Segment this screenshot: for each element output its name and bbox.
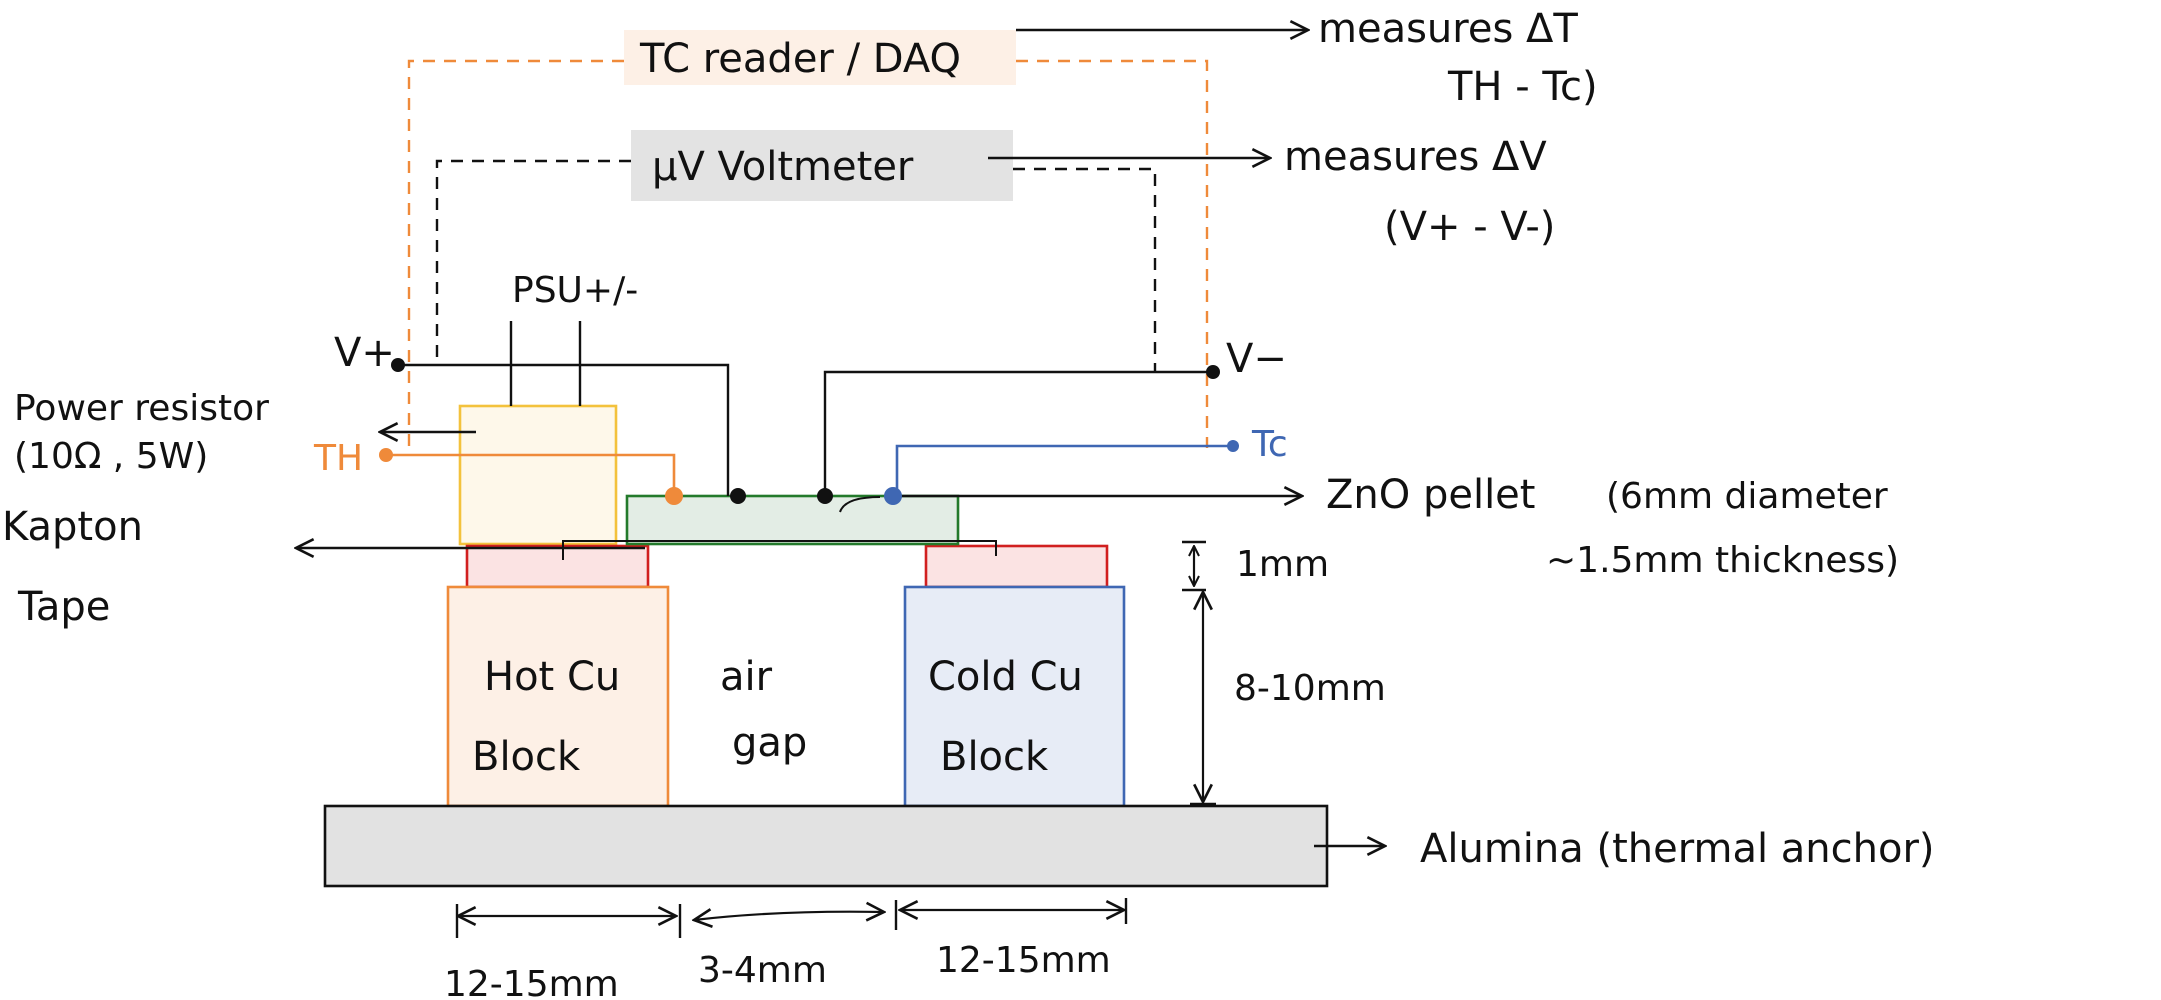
voltmeter-dashed-wire: [435, 159, 1157, 372]
t-cold-wire: [895, 444, 1233, 496]
t-hot-contact: [665, 487, 683, 505]
t-cold-label: Tc: [1251, 424, 1288, 465]
power-resistor: [458, 404, 618, 546]
cold-width-label: 12-15mm: [936, 940, 1111, 981]
pellet-contact-curve: [839, 496, 881, 513]
v-plus-wire: [398, 363, 730, 496]
hot-block-label-1: Hot Cu: [484, 654, 620, 700]
v-minus-label: V−: [1226, 336, 1287, 382]
zno-pellet: [625, 494, 960, 546]
tc-reader-label: TC reader / DAQ: [639, 36, 961, 82]
delta-v-detail: (V+ - V-): [1384, 204, 1555, 250]
cold-block-label-1: Cold Cu: [928, 654, 1083, 700]
voltmeter-label: µV Voltmeter: [652, 144, 914, 190]
power-resistor-spec: (10Ω , 5W): [14, 436, 208, 477]
delta-t-detail: TH - Tc): [1447, 64, 1598, 110]
hot-block-label-2: Block: [472, 734, 581, 780]
v-minus-contact: [817, 488, 833, 504]
v-plus-terminal: [391, 358, 405, 372]
air-gap-label-2: gap: [732, 720, 807, 766]
v-plus-contact: [730, 488, 746, 504]
psu-label: PSU+/-: [512, 270, 638, 311]
t-cold-contact: [884, 487, 902, 505]
tc-reader-box: [624, 30, 1016, 85]
pellet-tape-strip: [562, 540, 997, 560]
kapton-pad-cold: [924, 544, 1109, 589]
v-minus-wire: [823, 370, 1213, 493]
kapton-label: Kapton: [2, 504, 143, 550]
v-plus-label: V+: [334, 330, 395, 376]
kapton-pad-hot: [465, 544, 650, 589]
t-hot-terminal: [379, 448, 393, 462]
gap-width-label: 3-4mm: [698, 950, 827, 991]
tc-dashed-wire: [407, 59, 1209, 448]
t-hot-wire: [386, 453, 676, 496]
zno-diameter: (6mm diameter: [1606, 476, 1888, 517]
alumina-plate: [323, 804, 1329, 888]
cold-cu-block: [903, 585, 1126, 808]
v-minus-terminal: [1206, 365, 1220, 379]
zno-thickness: ~1.5mm thickness): [1546, 540, 1899, 581]
pad-thickness-label: 1mm: [1236, 544, 1329, 585]
hot-cu-block: [446, 585, 670, 808]
air-gap-label-1: air: [720, 654, 773, 700]
delta-t-label: measures ΔT: [1318, 6, 1578, 52]
gap-width-dimension: [694, 912, 884, 920]
cold-block-label-2: Block: [940, 734, 1049, 780]
power-resistor-label: Power resistor: [14, 388, 269, 429]
tape-label: Tape: [17, 584, 110, 630]
zno-label: ZnO pellet: [1326, 472, 1535, 518]
voltmeter-box: [631, 130, 1013, 201]
block-height-label: 8-10mm: [1234, 668, 1386, 709]
hot-width-label: 12-15mm: [444, 964, 619, 1000]
delta-v-label: measures ΔV: [1284, 134, 1547, 180]
t-hot-label: TH: [313, 438, 363, 479]
alumina-label: Alumina (thermal anchor): [1420, 826, 1935, 872]
t-cold-terminal: [1227, 440, 1239, 452]
